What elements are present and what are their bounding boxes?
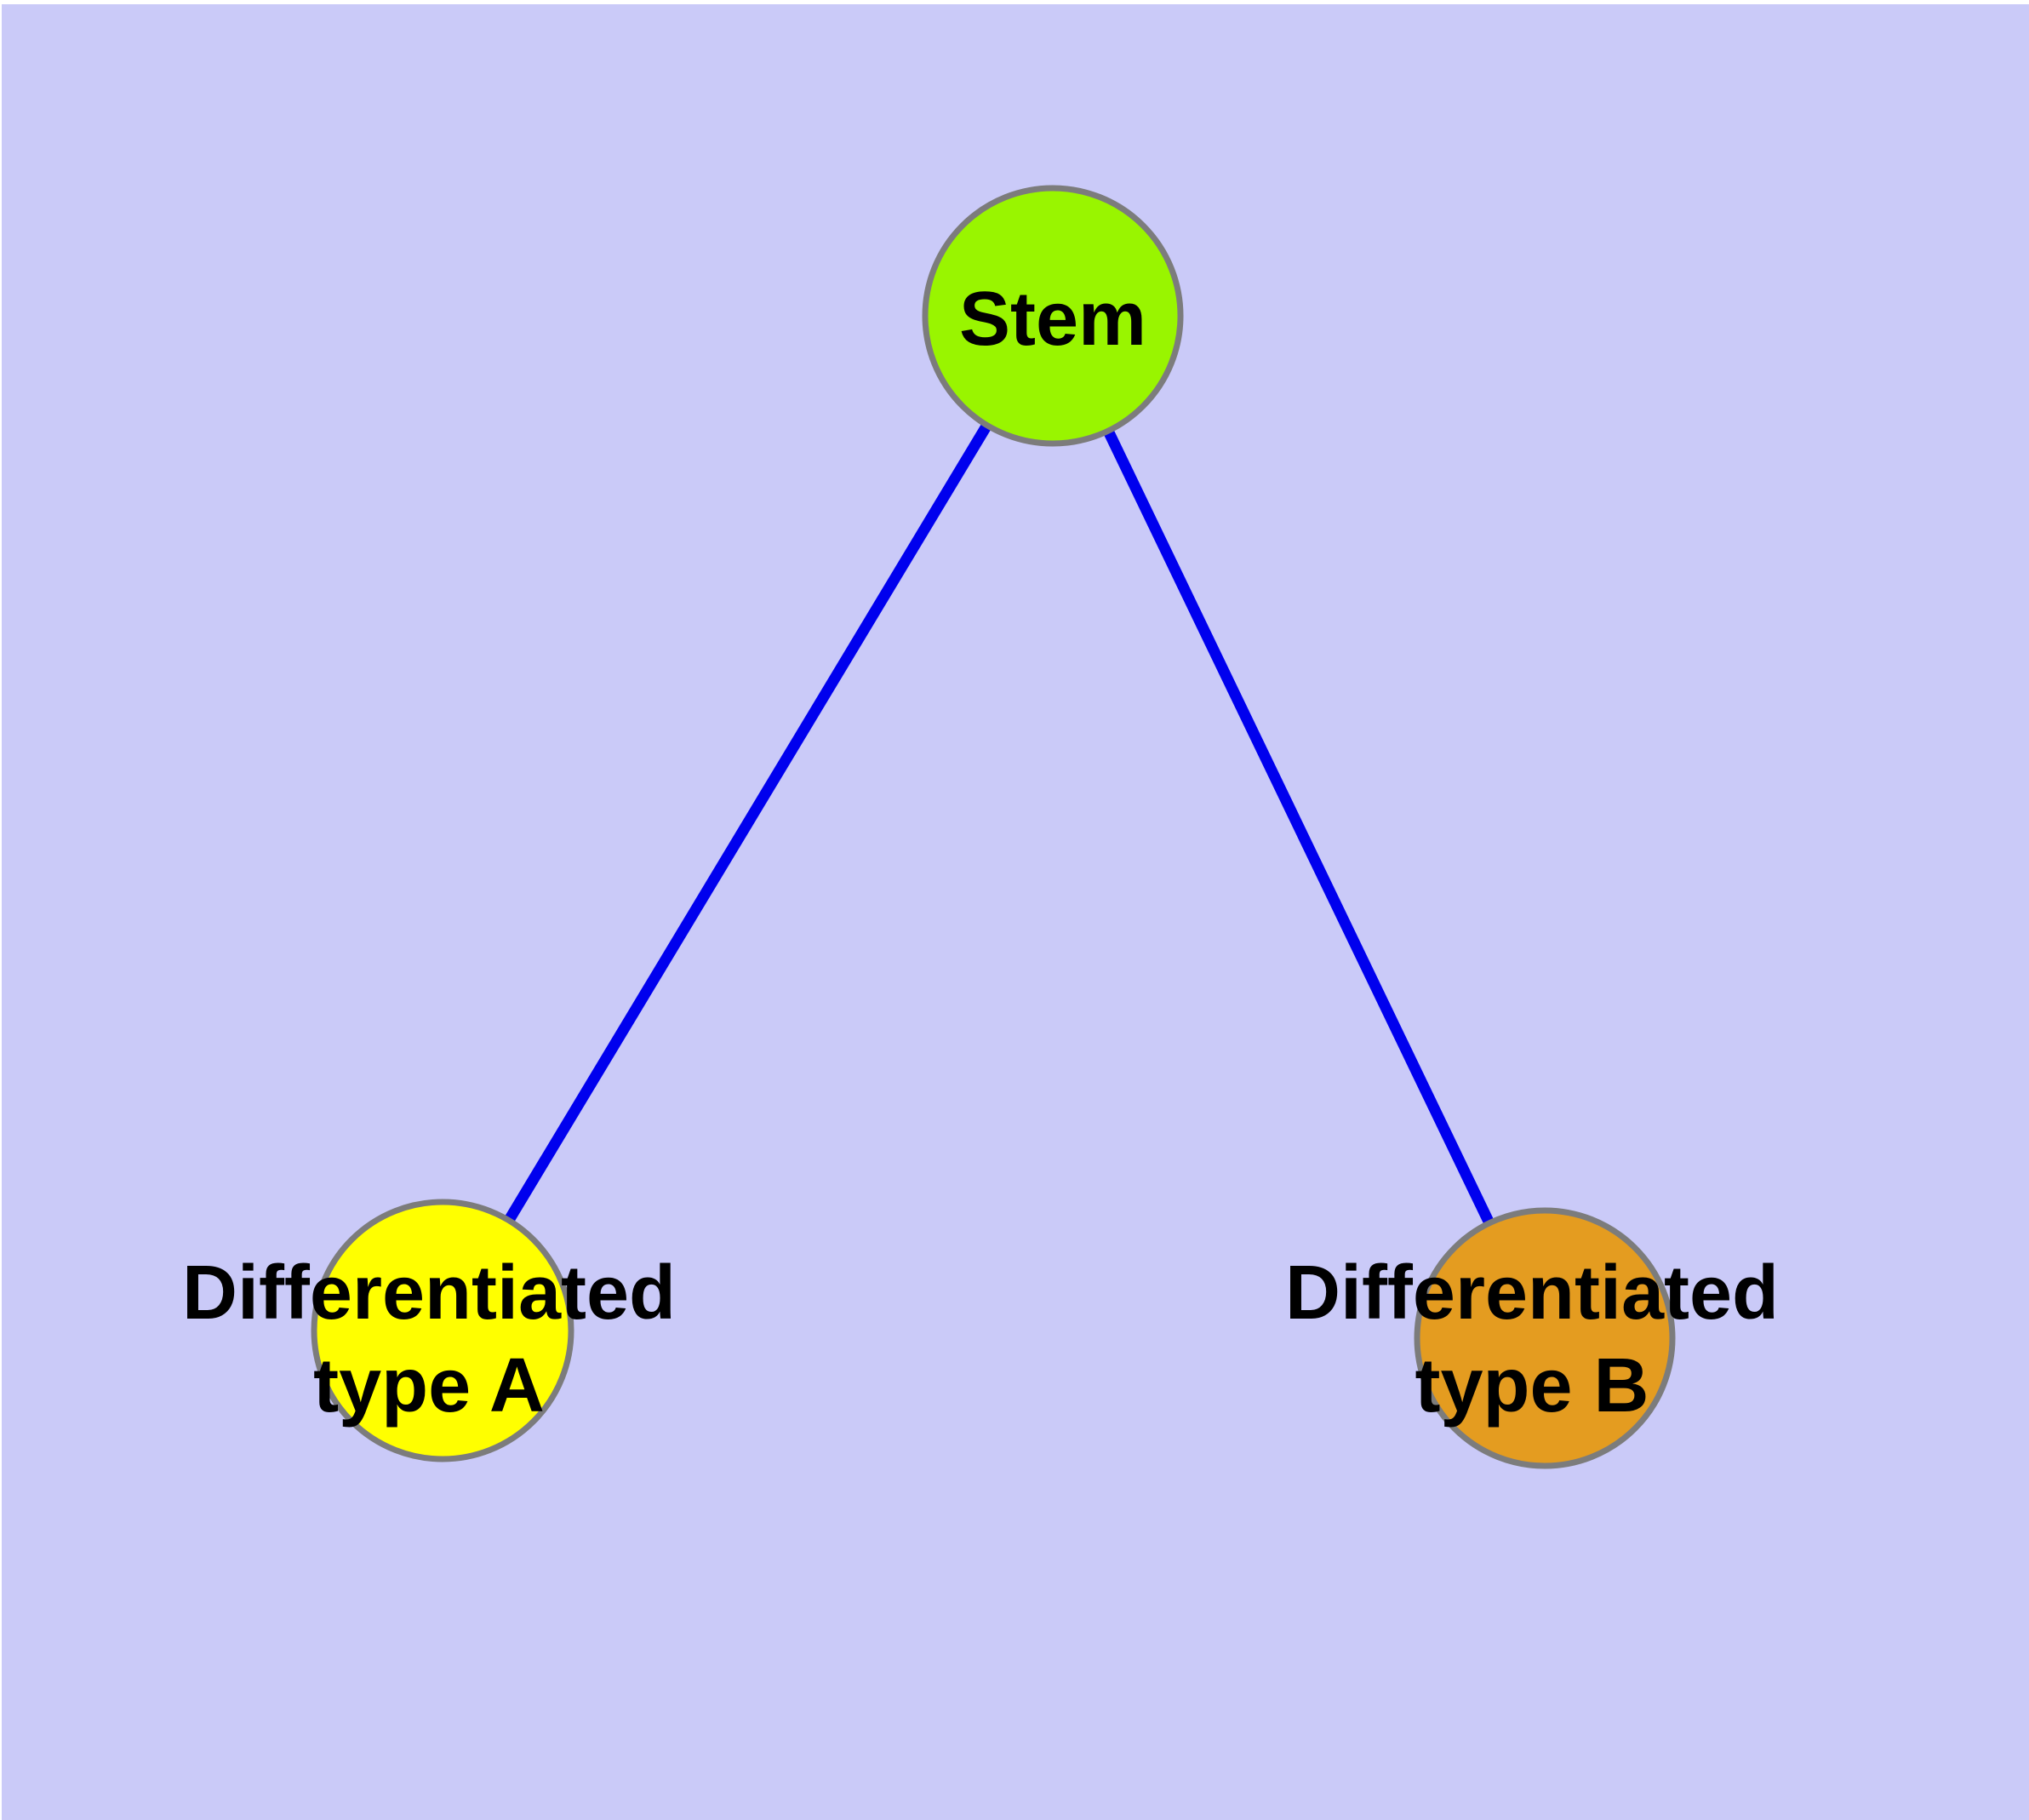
- node-type-a-label-line2: type A: [313, 1343, 545, 1428]
- node-type-a-label-line1: Differentiated: [182, 1251, 676, 1336]
- node-type-b-label-line2: type B: [1415, 1343, 1649, 1428]
- node-stem: [922, 185, 1184, 447]
- node-type-a: [311, 1199, 574, 1462]
- node-stem-label: Stem: [959, 277, 1146, 362]
- node-type-b-label-line1: Differentiated: [1285, 1251, 1779, 1336]
- node-type-b: [1414, 1207, 1676, 1469]
- edge-stem-to-type-b: [1048, 313, 1550, 1341]
- edge-stem-to-type-a: [437, 312, 1058, 1334]
